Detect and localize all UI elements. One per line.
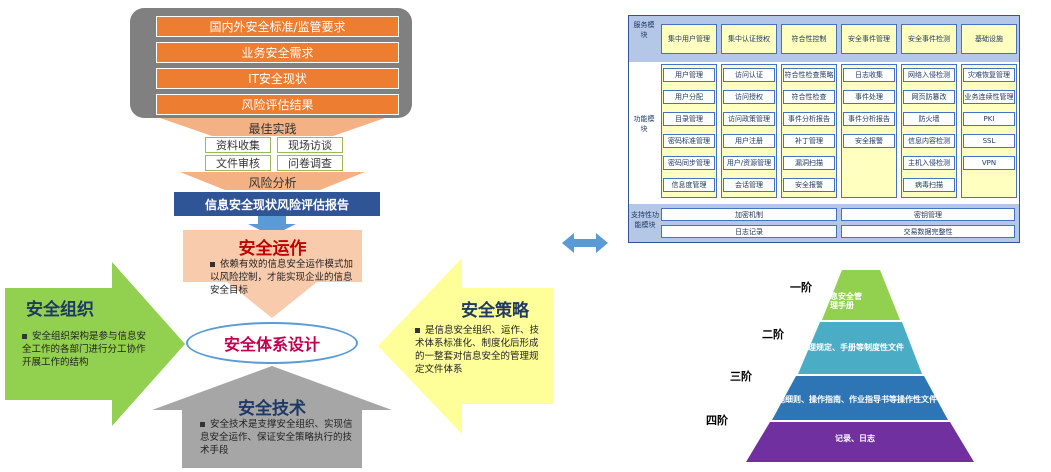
module-item: 事件分析报告 <box>843 112 895 126</box>
module-head: 基础设施 <box>961 24 1017 54</box>
module-item: 用户/资源管理 <box>723 156 775 170</box>
support-cell: 加密机制 <box>661 208 837 221</box>
risk-analysis-label: 风险分析 <box>248 176 297 190</box>
pyramid-tier-2 <box>798 322 922 374</box>
module-column <box>901 64 957 198</box>
module-item: 密码同步管理 <box>663 156 715 170</box>
module-item: VPN <box>963 156 1015 170</box>
support-cell: 交易数据完整性 <box>841 225 1015 238</box>
framework-table: 服务模块 功能模块 支持性功能模块 集中用户管理用户管理用户分配目录管理密码标准… <box>628 15 1020 243</box>
strategy-title: 安全策略 <box>461 301 529 321</box>
best-practice-label: 最佳实践 <box>248 122 297 136</box>
input-item: IT安全现状 <box>156 68 399 89</box>
support-label: 支持性功能模块 <box>631 211 659 229</box>
module-item: 业务连续性管理 <box>963 90 1015 104</box>
module-item: 日志收集 <box>843 68 895 82</box>
pyramid-level-label: 三阶 <box>730 370 752 383</box>
module-item: 密码标准管理 <box>663 134 715 148</box>
input-item: 风险评估结果 <box>156 94 399 115</box>
module-item: 安全报警 <box>843 134 895 148</box>
support-cell: 日志记录 <box>661 225 837 238</box>
pyramid-tier-text: 记录、日志 <box>835 434 875 443</box>
pyramid-tier-text: 信息安全管理手册 <box>822 292 862 310</box>
module-item: 信息内容检测 <box>903 134 955 148</box>
input-item: 业务安全需求 <box>156 42 399 63</box>
module-column <box>721 64 777 198</box>
module-item: 漏洞扫描 <box>783 156 835 170</box>
bullet-icon <box>415 328 420 333</box>
organization-title: 安全组织 <box>26 300 94 320</box>
module-item: 目录管理 <box>663 112 715 126</box>
module-item: 用户管理 <box>663 68 715 82</box>
module-item: 用户分配 <box>663 90 715 104</box>
double-arrow-icon <box>562 233 608 253</box>
module-item: 符合性检查策略 <box>783 68 835 82</box>
flow-shapes <box>5 118 553 468</box>
pyramid-level-label: 一阶 <box>790 281 812 294</box>
module-item: 符合性检查 <box>783 90 835 104</box>
operation-text: 依赖有效的信息安全运作模式加以风险控制，才能实现企业的信息安全目标 <box>210 259 354 296</box>
organization-text: 安全组织架构是参与信息安全工作的各部门进行分工协作开展工作的结构 <box>22 331 147 368</box>
module-item: 主机入侵检测 <box>903 156 955 170</box>
technology-text: 安全技术是支撑安全组织、实现信息安全运作、保证安全策略执行的技术手段 <box>200 419 353 456</box>
module-item: 事件分析报告 <box>783 112 835 126</box>
report-bar: 信息安全现状风险评估报告 <box>174 192 380 216</box>
bullet-icon <box>22 334 27 339</box>
module-item: 访问政策管理 <box>723 112 775 126</box>
module-head: 集中认证授权 <box>721 24 777 54</box>
function-label: 功能模块 <box>633 115 655 133</box>
module-column <box>781 64 837 198</box>
module-item: 访问授权 <box>723 90 775 104</box>
module-item: 用户注册 <box>723 134 775 148</box>
module-column <box>841 64 897 198</box>
module-item: PKI <box>963 112 1015 126</box>
pyramid <box>746 270 974 462</box>
method-tag: 问卷调查 <box>277 155 343 171</box>
module-head: 安全事件管理 <box>841 24 897 54</box>
module-item: SSL <box>963 134 1015 148</box>
risk-analysis-funnel <box>180 172 365 190</box>
module-item: 事件处理 <box>843 90 895 104</box>
pyramid-tier-4 <box>746 422 974 462</box>
organization-arrow <box>5 262 185 426</box>
module-head: 安全事件检测 <box>901 24 957 54</box>
module-item: 会话管理 <box>723 178 775 192</box>
module-item: 病毒扫描 <box>903 178 955 192</box>
method-tag: 现场访谈 <box>277 137 343 153</box>
module-item: 访问认证 <box>723 68 775 82</box>
bullet-icon <box>200 422 205 427</box>
pyramid-tier-text: 实施细则、操作指南、作业指导书等操作性文件 <box>769 395 937 404</box>
pyramid-tier-text: 管理规定、手册等制度性文件 <box>800 343 904 352</box>
pyramid-level-label: 二阶 <box>762 328 784 341</box>
report-down-arrow <box>248 216 296 236</box>
module-head: 符合性控制 <box>781 24 837 54</box>
method-tag: 资料收集 <box>205 137 271 153</box>
module-item: 安全报警 <box>783 178 835 192</box>
pyramid-level-label: 四阶 <box>706 414 728 427</box>
module-item: 补丁管理 <box>783 134 835 148</box>
module-column <box>961 64 1017 198</box>
module-item: 防火墙 <box>903 112 955 126</box>
center-ellipse: 安全体系设计 <box>186 322 358 364</box>
pyramid-tier-3 <box>772 376 948 420</box>
bullet-icon <box>210 262 215 267</box>
operation-arrow <box>183 230 362 318</box>
pyramid-tier-1 <box>822 270 900 320</box>
module-item: 信息度管理 <box>663 178 715 192</box>
module-item: 灾难恢复管理 <box>963 68 1015 82</box>
strategy-text: 是信息安全组织、运作、技术体系标准化、制度化后形成的一整套对信息安全的管理规定文… <box>415 325 540 375</box>
service-label: 服务模块 <box>633 21 655 39</box>
technology-title: 安全技术 <box>238 399 306 419</box>
module-item: 网页防篡改 <box>903 90 955 104</box>
best-practice-funnel <box>160 118 385 136</box>
method-tag: 文件审核 <box>205 155 271 171</box>
support-cell: 密钥管理 <box>841 208 1015 221</box>
operation-title: 安全运作 <box>238 239 307 259</box>
module-column <box>661 64 717 198</box>
input-item: 国内外安全标准/监管要求 <box>156 16 399 37</box>
module-head: 集中用户管理 <box>661 24 717 54</box>
module-item: 网络入侵检测 <box>903 68 955 82</box>
strategy-arrow <box>378 258 553 434</box>
technology-arrow <box>152 366 392 468</box>
